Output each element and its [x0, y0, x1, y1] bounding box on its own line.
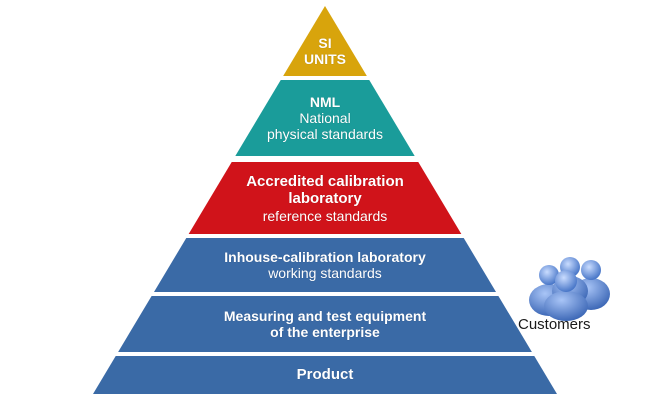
tier-title-line: Measuring and test equipment: [223, 308, 427, 324]
tier-product: [93, 356, 557, 394]
tier-subtitle-line: working standards: [268, 265, 382, 282]
tier-nml: [235, 80, 415, 156]
tier-title-line: Accredited calibration: [246, 173, 404, 190]
tier-title-line: Product: [296, 366, 354, 383]
tier-si-units: [283, 6, 367, 76]
tier-product-label: Product: [175, 366, 475, 383]
people-group-icon: [529, 257, 610, 321]
tier-title-line: Inhouse-calibration laboratory: [224, 249, 426, 265]
tier-subtitle-line: reference standards: [262, 207, 388, 224]
tier-title-line: NML: [309, 94, 341, 110]
tier-title-line: of the enterprise: [270, 324, 380, 341]
tier-title-line: UNITS: [304, 51, 346, 68]
tier-accredited-lab: [188, 162, 462, 234]
customers-label: Customers: [518, 316, 591, 333]
tier-subtitle-line: physical standards: [267, 126, 383, 143]
tier-inhouse-lab: [153, 238, 497, 292]
tier-title-line: SI: [318, 35, 332, 51]
tier-measuring-equipment: [118, 296, 532, 352]
tier-subtitle-line: National: [299, 110, 351, 127]
tier-title-line: laboratory: [288, 190, 362, 208]
